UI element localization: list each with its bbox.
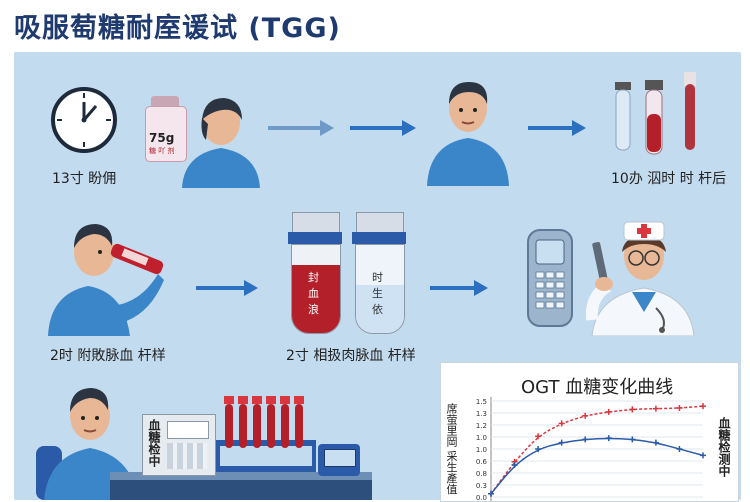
blood-tube-clear: 时 生 依 [352,212,406,334]
chart-data-point [511,462,518,468]
step4-caption: 2寸 相扱肉脉血 杆样 [286,348,416,364]
chart-series-line-2 [490,437,704,495]
chart-y-tick-label: 1.0 [476,434,487,442]
step1-caption: 13寸 盼佣 [52,171,117,187]
chart-y-tick-label: 1.5 [476,398,487,406]
chart-data-point [605,408,612,415]
desk [110,478,372,500]
chart-y-right-label: 血糖检测中 [717,417,731,477]
chart-y-tick-label: 1.0 [476,446,487,454]
arrow-icon [350,120,416,136]
chart-y-tick-label: 0.0 [476,494,487,501]
chart-y-tick-label: 0.8 [476,470,487,478]
chart-data-point [629,436,636,443]
chart-data-point [558,420,565,427]
chart-data-point [535,446,542,452]
page-title: 吸服萄糖耐庢谖试 (TGG) [14,13,341,44]
blood-tube-red: 封 血 浪 [288,212,342,334]
arrow-icon [268,120,334,136]
chart-data-point [700,452,706,459]
chart-data-point [652,405,659,412]
chart-y-left-label: 席萤里岡 采生產值 [445,403,458,495]
bottle-label: 75g [149,131,175,145]
step2-caption: 10办 泅时 时 杆后 [611,171,727,187]
nurse-figure [586,221,695,336]
chart-data-point [582,436,589,443]
clock-icon [51,87,117,153]
step3-caption: 2时 附敗脉血 杆样 [50,348,166,364]
chart-series-line-1 [490,405,704,495]
patient-drinking-figure [48,224,164,336]
desk-top [110,472,372,480]
chart-data-point [629,406,636,413]
machine-label: 血糖检中 [147,419,161,467]
glucometer-icon [527,229,573,327]
chart-data-point [488,490,494,497]
chart-data-point [676,405,683,412]
arrow-icon [528,120,586,136]
chart-y-tick-label: 0.3 [476,482,487,490]
glucose-curve-chart: 1.5 1.3 1.2 1.0 1.0 0.6 0.8 0.3 0.0 [476,397,706,501]
arrow-icon [196,280,258,296]
chart-data-point [582,412,589,419]
tube-rack-icon [216,396,316,472]
glucose-monitor [318,444,360,476]
chart-y-tick-label: 1.3 [476,410,487,418]
chart-y-tick-label: 0.6 [476,458,488,466]
glucose-bottle: 75g 糖 吖 剂 [145,96,187,162]
chart-data-point [605,435,612,442]
chart-data-point [558,439,565,446]
chart-data-point [676,446,683,452]
chart-y-tick-label: 1.2 [476,422,487,430]
patient-front-figure [427,82,509,186]
chart-data-point [700,403,706,410]
chart-data-point [535,433,542,440]
patient-back-figure [182,98,260,188]
test-tubes-icon [615,72,696,155]
chart-data-point [652,439,659,446]
bottle-sublabel: 糖 吖 剂 [149,147,175,155]
arrow-icon [430,280,488,296]
chart-title: OGT 血糖变化曲线 [521,377,674,398]
analyzer-machine: 血糖检中 [142,414,216,476]
